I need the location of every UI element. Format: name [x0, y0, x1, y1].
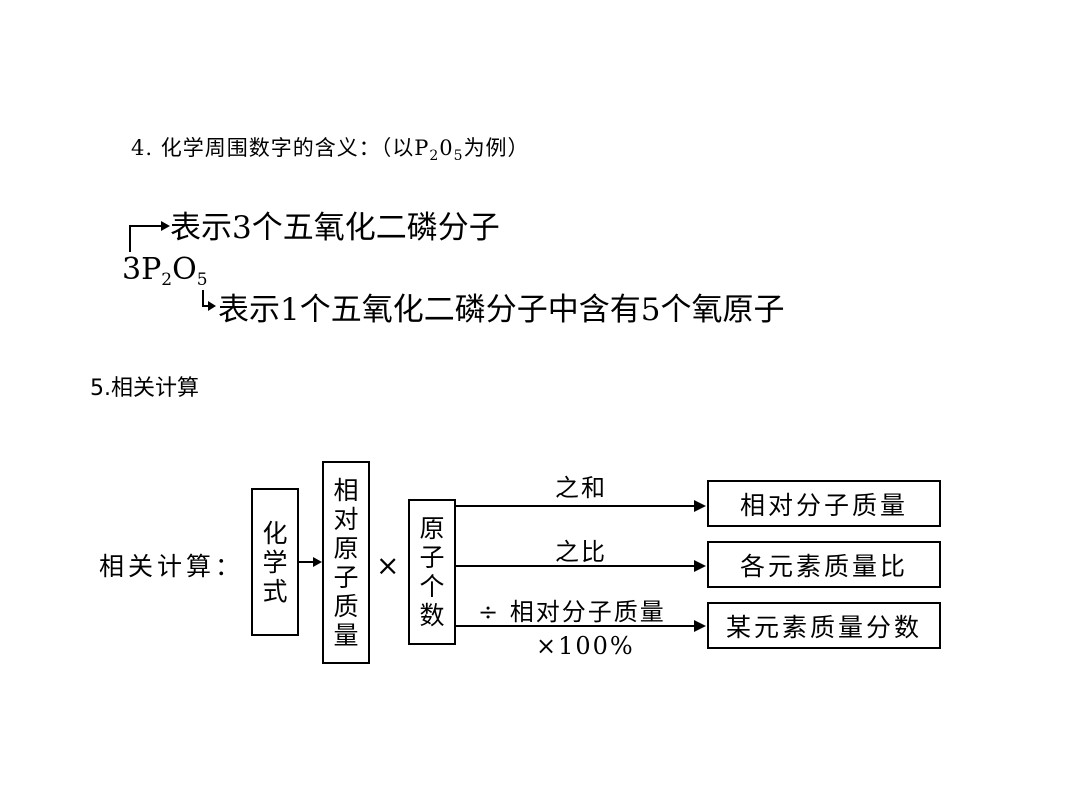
result-relative-molecular-mass: 相对分子质量: [707, 480, 941, 527]
section5-title: 5.相关计算: [90, 376, 199, 401]
formula-box: 化 学 式: [251, 488, 299, 636]
meaning-top: 表示3个五氧化二磷分子: [170, 210, 500, 246]
arrow-label-percent: ×100%: [536, 632, 635, 660]
multiply-sign: ×: [376, 549, 402, 582]
arrow-label-sum: 之和: [555, 474, 607, 502]
result-element-mass-fraction: 某元素质量分数: [707, 602, 941, 649]
atomic-mass-box: 相 对 原 子 质 量: [322, 461, 370, 664]
arrow-label-ratio: 之比: [555, 538, 607, 566]
atom-count-box: 原 子 个 数: [408, 499, 456, 645]
meaning-bottom: 表示1个五氧化二磷分子中含有5个氧原子: [218, 292, 785, 328]
arrow-label-divide: ÷ 相对分子质量: [478, 598, 666, 626]
diagram-label: 相关计算：: [99, 552, 245, 581]
result-element-mass-ratio: 各元素质量比: [707, 541, 941, 588]
section4-title: 4. 化学周围数字的含义：（以P205为例）: [131, 136, 530, 164]
chemical-formula: 3P2O5: [122, 252, 208, 290]
